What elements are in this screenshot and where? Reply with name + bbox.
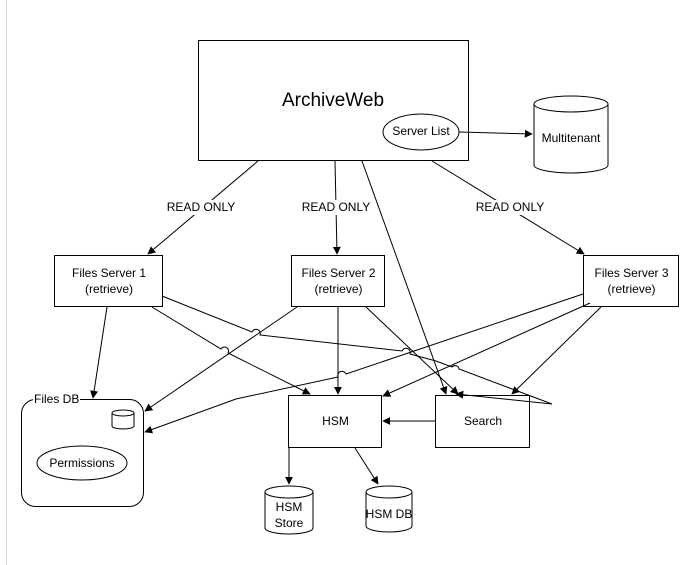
hsm-store-line2: Store [274, 516, 304, 530]
edge-hsm-to-hsmdb [354, 447, 379, 485]
files-server-1-name: Files Server 1 [71, 266, 147, 280]
hsm-store-line1: HSM [275, 500, 303, 514]
edge-fs1-to-search [161, 295, 553, 405]
hsm-db-label: HSM DB [365, 507, 413, 521]
edge-fs1-to-hsm [151, 306, 311, 395]
permissions-label: Permissions [49, 456, 115, 470]
hsm-store-cylinder [264, 485, 314, 535]
edge-serverlist-to-multitenant [458, 129, 533, 138]
search-label: Search [463, 414, 503, 428]
read-only-label-3: READ ONLY [475, 200, 545, 215]
files-server-1-role: (retrieve) [84, 282, 133, 296]
edge-fs1-to-filesdb [90, 306, 108, 399]
files-server-3-name: Files Server 3 [594, 266, 669, 280]
page-edge-divider [6, 0, 7, 565]
files-db-title: Files DB [33, 392, 81, 407]
hsm-box [288, 395, 382, 448]
edge-fs3-to-filesdb [144, 293, 584, 434]
archiveweb-title: ArchiveWeb [281, 90, 385, 111]
edge-fs2-to-search [365, 306, 459, 395]
hsm-label: HSM [322, 414, 349, 428]
server-list-label: Server List [392, 124, 450, 138]
files-server-2-label: Files Server 2 (retrieve) [292, 265, 385, 297]
hsm-db-cylinder [365, 485, 413, 533]
files-server-2-role: (retrieve) [314, 282, 363, 296]
files-server-3-role: (retrieve) [607, 282, 656, 296]
files-server-1-box [54, 255, 163, 307]
files-db-cylinder-icon [111, 409, 135, 430]
search-box [435, 395, 530, 448]
read-only-label-2: READ ONLY [301, 200, 371, 215]
multitenant-cylinder [533, 95, 609, 174]
files-server-3-box [583, 255, 679, 307]
edge-archiveweb-to-search [361, 160, 448, 395]
files-server-2-name: Files Server 2 [301, 266, 376, 280]
read-only-label-1: READ ONLY [166, 200, 236, 215]
multitenant-label: Multitenant [541, 131, 601, 145]
edge-fs3-to-hsm [382, 302, 591, 397]
files-server-2-box [291, 255, 385, 307]
edge-fs3-to-search [511, 306, 602, 395]
files-server-3-label: Files Server 3 (retrieve) [584, 265, 679, 297]
hsm-store-label: HSM Store [265, 499, 313, 531]
edge-fs2-to-filesdb [144, 306, 298, 412]
permissions-ellipse [36, 445, 128, 481]
files-server-1-label: Files Server 1 (retrieve) [55, 265, 163, 297]
